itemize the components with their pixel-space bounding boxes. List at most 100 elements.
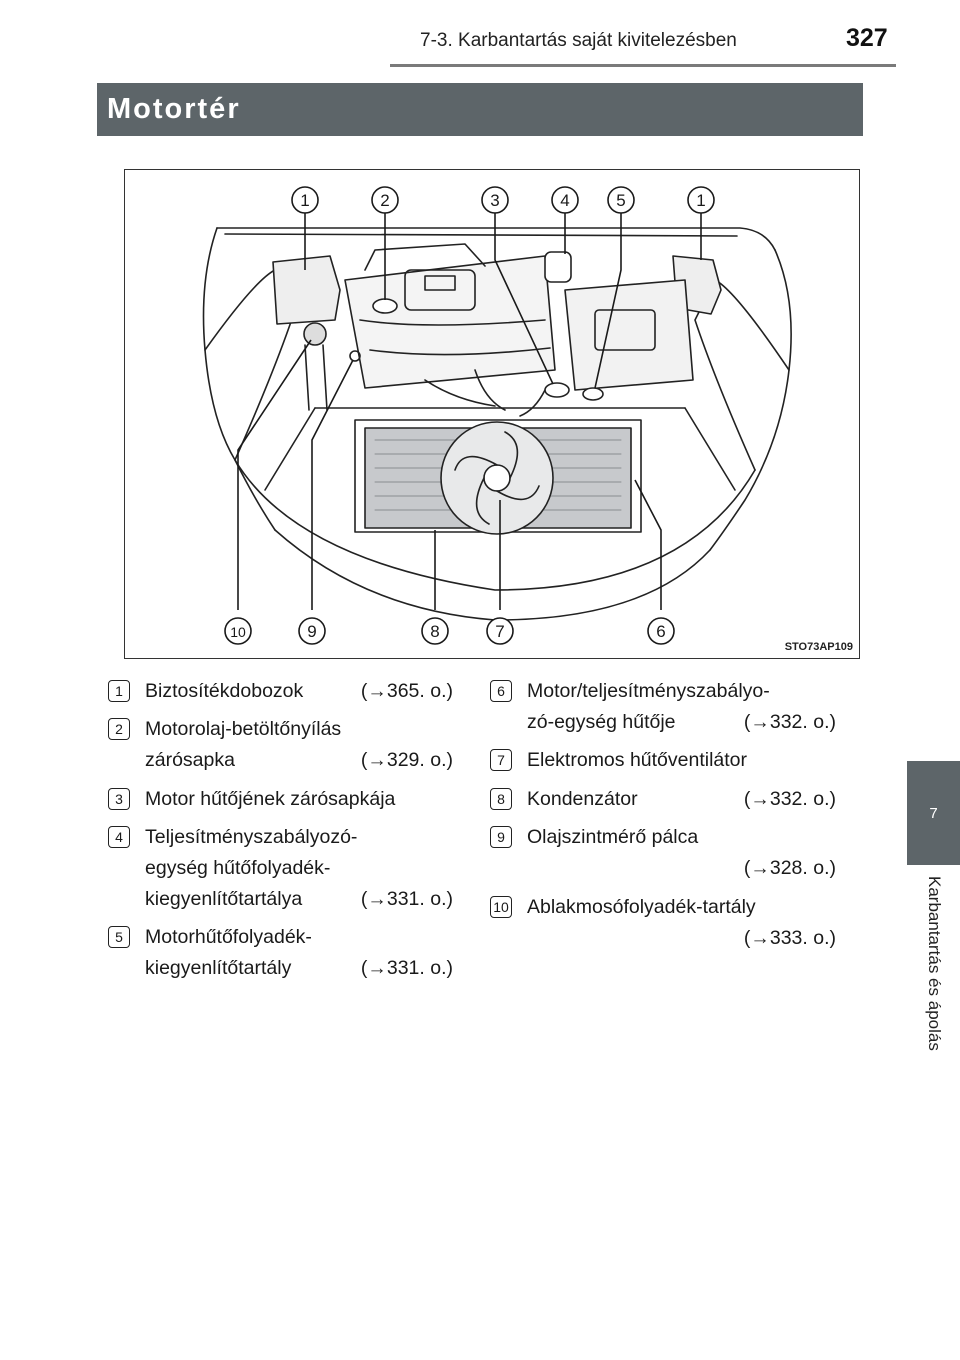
page-reference: (→329. o.) bbox=[360, 749, 453, 771]
radiator-cap bbox=[544, 382, 570, 398]
callout-bottom-label-9: 9 bbox=[307, 622, 316, 641]
legend-text-line: Motorhűtőfolyadék- bbox=[145, 926, 312, 948]
legend-number-badge: 9 bbox=[490, 826, 512, 848]
legend-number-badge: 3 bbox=[108, 788, 130, 810]
leader-5 bbox=[594, 213, 622, 389]
legend-text-line: Ablakmosófolyadék-tartály bbox=[527, 896, 756, 918]
callout-top-circle-4 bbox=[551, 186, 579, 214]
callout-bottom-label-6: 6 bbox=[656, 622, 665, 641]
washer-tank-cap bbox=[303, 322, 327, 346]
legend-text-line: Kondenzátor(→332. o.) bbox=[527, 784, 836, 815]
coolant-reservoir bbox=[582, 387, 604, 401]
legend-item-5: 5 Motorhűtőfolyadék-kiegyenlítőtartály(→3… bbox=[108, 922, 453, 984]
legend-text-line: zó-egység hűtője(→332. o.) bbox=[527, 707, 836, 738]
hood-edge-inner bbox=[224, 233, 738, 237]
callout-bottom-circle-6 bbox=[647, 617, 675, 645]
legend-text-line: kiegyenlítőtartály(→331. o.) bbox=[145, 953, 453, 984]
legend-text-line: (→328. o.) bbox=[527, 853, 836, 884]
inverter-unit bbox=[564, 279, 694, 391]
legend-number-badge: 7 bbox=[490, 749, 512, 771]
hood-edge bbox=[216, 227, 776, 251]
callout-top-label-1: 1 bbox=[300, 191, 309, 210]
oil-filler-cap bbox=[372, 298, 398, 314]
callout-bottom-circle-8 bbox=[421, 617, 449, 645]
legend-item-3: 3 Motor hűtőjének zárósapkája bbox=[108, 784, 453, 815]
callout-bottom-label-10: 10 bbox=[230, 624, 246, 640]
page-reference: (→332. o.) bbox=[743, 788, 836, 810]
callout-bottom-label-7: 7 bbox=[495, 622, 504, 641]
inverter-coolant-reservoir bbox=[544, 251, 572, 283]
figure-code: STO73AP109 bbox=[784, 641, 853, 653]
legend-item-8: 8 Kondenzátor(→332. o.) bbox=[490, 784, 836, 815]
header-section-path: 7-3. Karbantartás saját kivitelezésben bbox=[420, 30, 737, 51]
callout-bottom-circle-9 bbox=[298, 617, 326, 645]
callout-top-circle-1 bbox=[291, 186, 319, 214]
leader-10 bbox=[237, 339, 312, 610]
engine-bay-figure: 1 2 3 4 5 1 10 9 8 7 6 STO73AP109 bbox=[124, 169, 860, 659]
right-headlight bbox=[694, 279, 790, 471]
bumper-lower bbox=[274, 529, 711, 621]
legend-text-line: Biztosítékdobozok(→365. o.) bbox=[145, 676, 453, 707]
legend-number-badge: 8 bbox=[490, 788, 512, 810]
legend-number-badge: 10 bbox=[490, 896, 512, 918]
right-fender bbox=[709, 249, 792, 551]
legend-text-line: Motorolaj-betöltőnyílás bbox=[145, 718, 342, 740]
chapter-tab[interactable]: 7 bbox=[907, 761, 960, 865]
callout-bottom-circle-10 bbox=[224, 617, 252, 645]
header-rule bbox=[390, 64, 896, 67]
legend-item-9: 9 Olajszintmérő pálca (→328. o.) bbox=[490, 822, 836, 884]
engine-bay-illustration: 1 2 3 4 5 1 10 9 8 7 6 bbox=[202, 186, 792, 645]
callout-top-circle-2 bbox=[371, 186, 399, 214]
section-title: Motortér bbox=[107, 93, 241, 125]
legend-number-badge: 2 bbox=[108, 718, 130, 740]
legend-text-line: kiegyenlítőtartálya(→331. o.) bbox=[145, 884, 453, 915]
chapter-title: Karbantartás és ápolás bbox=[925, 876, 944, 1051]
fuse-box-left bbox=[272, 255, 341, 325]
legend-item-2: 2 Motorolaj-betöltőnyílás zárósapka(→329. … bbox=[108, 714, 453, 776]
callout-top-label-1: 1 bbox=[696, 191, 705, 210]
page-reference: (→328. o.) bbox=[743, 857, 836, 879]
page-reference: (→331. o.) bbox=[360, 888, 453, 910]
front-bumper bbox=[234, 459, 756, 591]
callout-top-label-4: 4 bbox=[560, 191, 569, 210]
legend-item-7: 7 Elektromos hűtőventilátor bbox=[490, 745, 836, 776]
left-fender bbox=[202, 227, 276, 531]
legend-text-line: (→333. o.) bbox=[527, 923, 836, 954]
callout-top-circle-3 bbox=[481, 186, 509, 214]
legend-text-line: zárósapka(→329. o.) bbox=[145, 745, 453, 776]
page-reference: (→332. o.) bbox=[743, 711, 836, 733]
legend-item-10: 10 Ablakmosófolyadék-tartály (→333. o.) bbox=[490, 892, 836, 954]
legend-text-line: Olajszintmérő pálca bbox=[527, 826, 699, 848]
dipstick-handle bbox=[349, 350, 361, 362]
callouts-bottom: 10 9 8 7 6 bbox=[224, 617, 675, 645]
legend-text-line: Motor/teljesítményszabályo- bbox=[527, 680, 770, 702]
legend-number-badge: 1 bbox=[108, 680, 130, 702]
callout-top-label-3: 3 bbox=[490, 191, 499, 210]
legend-number-badge: 4 bbox=[108, 826, 130, 848]
callouts-top: 1 2 3 4 5 1 bbox=[291, 186, 715, 214]
page-reference: (→331. o.) bbox=[360, 957, 453, 979]
callout-bottom-circle-7 bbox=[486, 617, 514, 645]
legend-number-badge: 5 bbox=[108, 926, 130, 948]
legend-item-4: 4 Teljesítményszabályozó-egység hűtőfolya… bbox=[108, 822, 453, 915]
leader-6 bbox=[634, 479, 662, 610]
callout-bottom-label-8: 8 bbox=[430, 622, 439, 641]
section-title-bar: Motortér bbox=[97, 83, 863, 136]
callout-top-circle-5 bbox=[607, 186, 635, 214]
legend-text-line: Elektromos hűtőventilátor bbox=[527, 749, 748, 771]
legend-number-badge: 6 bbox=[490, 680, 512, 702]
page-reference: (→333. o.) bbox=[743, 927, 836, 949]
legend-item-6: 6 Motor/teljesítményszabályo-zó-egység hű… bbox=[490, 676, 836, 738]
callout-top-circle-1 bbox=[687, 186, 715, 214]
chapter-number: 7 bbox=[929, 805, 938, 822]
leader-3 bbox=[494, 213, 554, 385]
legend-item-1: 1 Biztosítékdobozok(→365. o.) bbox=[108, 676, 453, 707]
legend-text-line: egység hűtőfolyadék- bbox=[145, 857, 331, 879]
page-number: 327 bbox=[846, 24, 888, 52]
callout-top-label-5: 5 bbox=[616, 191, 625, 210]
page-reference: (→365. o.) bbox=[360, 680, 453, 702]
legend-text-line: Motor hűtőjének zárósapkája bbox=[145, 788, 396, 810]
leader-9 bbox=[311, 359, 354, 610]
callout-top-label-2: 2 bbox=[380, 191, 389, 210]
legend-text-line: Teljesítményszabályozó- bbox=[145, 826, 358, 848]
